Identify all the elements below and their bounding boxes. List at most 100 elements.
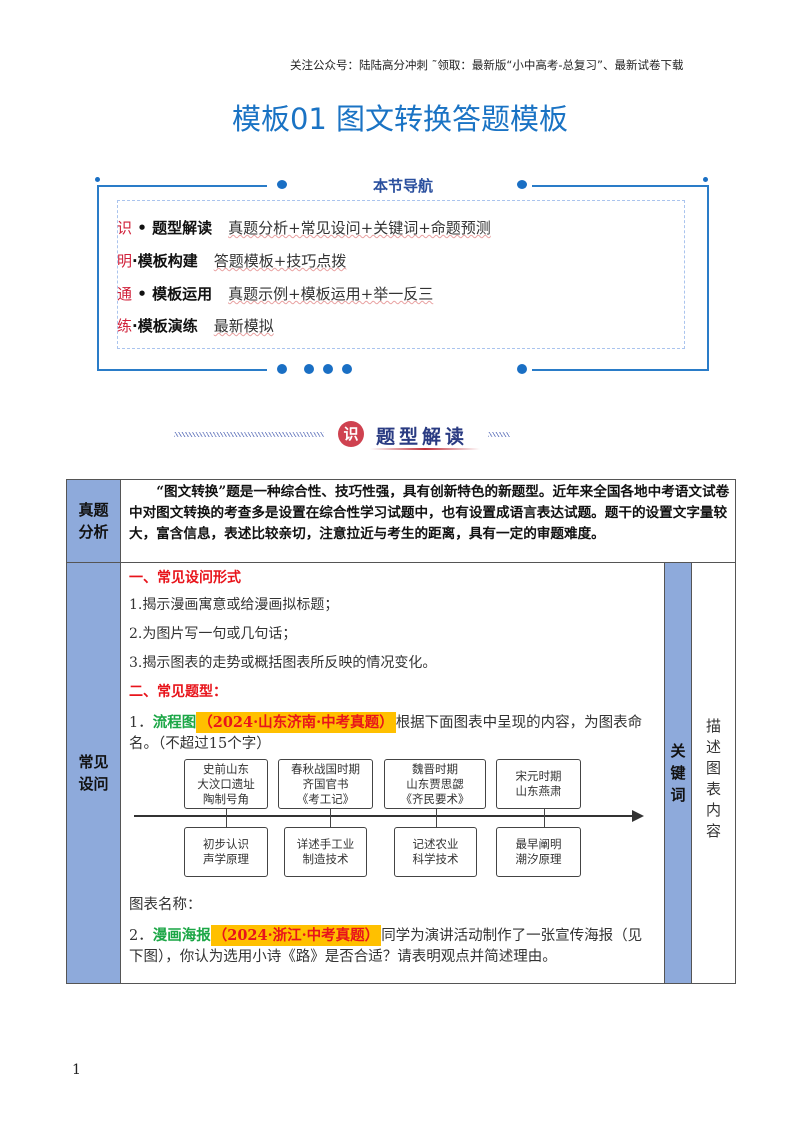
nav-key: 明 [117, 252, 133, 270]
row-label: 常见设问 [66, 562, 121, 984]
hatch-ornament [488, 432, 510, 437]
analysis-text: “图文转换”题是一种综合性、技巧性强，具有创新特色的新题型。近年来全国各地中考语… [120, 479, 736, 563]
nav-desc: 真题示例+模板运用+举一反三 [228, 285, 434, 303]
keyword-label-cell: 关键词 [664, 562, 692, 984]
box-line: 宋元时期 [515, 769, 562, 783]
connector [330, 807, 332, 827]
q-text: 同学为演讲活动制作了一张宣传海报（见下图），你认为选用小诗《路》是否合适？请表明… [129, 928, 643, 965]
box-line: 详述手工业 [296, 837, 355, 851]
flow-box-top: 春秋战国时期齐国官书《考工记》 [278, 759, 373, 809]
section-title: 题型解读 [376, 426, 469, 448]
nav-sep: • [132, 219, 153, 237]
dot-ornament [277, 180, 287, 189]
nav-sep: • [132, 285, 153, 303]
row-label-text: 常见设问 [78, 753, 109, 793]
box-line: 陶制号角 [203, 791, 249, 806]
connector [226, 807, 228, 827]
dot-ornament [277, 364, 287, 374]
q-num: 2． [129, 928, 153, 944]
hatch-ornament [174, 432, 324, 437]
box-line: 大汶口遗址 [197, 776, 255, 791]
seal-icon: 识 [338, 421, 364, 447]
flow-box-top: 魏晋时期山东贾思勰《齐民要术》 [384, 759, 486, 809]
nav-sep: · [132, 252, 138, 270]
keyword-text: 描述图表内容 [706, 717, 722, 840]
question-forms-cell: 一、常见设问形式 1.揭示漫画寓意或给漫画拟标题； 2.为图片写一句或几句话； … [120, 562, 665, 984]
connector [544, 807, 546, 827]
divider [97, 369, 267, 371]
nav-desc: 真题分析+常见设问+关键词+命题预测 [228, 219, 491, 237]
page-title: 模板01 图文转换答题模板 [231, 102, 569, 136]
nav-heading: 模板演练 [137, 317, 198, 335]
header-notice: 关注公众号：陆陆高分冲刺 ˜领取：最新版“小中高考-总复习”、最新试卷下载 [290, 58, 684, 72]
dot-ornament [95, 177, 100, 182]
heading-types: 二、常见题型： [129, 684, 227, 700]
connector [436, 807, 438, 827]
divider [532, 369, 709, 371]
box-line: 山东燕肃 [515, 784, 562, 798]
box-line: 齐国官书 [302, 776, 349, 791]
question-1: 1．流程图（2024·山东济南·中考真题）根据下面图表中呈现的内容，为图表命名。… [129, 712, 656, 755]
form-item: 1.揭示漫画寓意或给漫画拟标题； [129, 597, 339, 613]
q-type: 流程图 [152, 714, 197, 731]
box-line: 史前山东 [203, 761, 249, 776]
flow-box-top: 宋元时期山东燕肃 [496, 759, 581, 809]
nav-desc: 最新模拟 [213, 317, 274, 335]
q-num: 1． [129, 715, 153, 731]
nav-title: 本节导航 [338, 175, 468, 196]
timeline-axis [134, 815, 634, 817]
q-source-badge: （2024·浙江·中考真题） [210, 925, 382, 946]
nav-key: 通 [117, 285, 133, 303]
nav-desc: 答题模板+技巧点拨 [213, 252, 347, 270]
box-line: 魏晋时期 [412, 761, 458, 776]
form-item: 3.揭示图表的走势或概括图表所反映的情况变化。 [129, 655, 437, 671]
box-line: 声学原理 [203, 852, 249, 866]
dot-ornament [342, 364, 352, 374]
box-line: 记述农业 [412, 837, 459, 851]
nav-heading: 题型解读 [152, 219, 213, 237]
dot-ornament [304, 364, 314, 374]
dot-ornament [703, 177, 708, 182]
nav-inner-frame [117, 200, 685, 349]
arrow-head-icon [632, 810, 644, 822]
nav-item[interactable]: 明·模板构建答题模板+技巧点拨 [117, 250, 346, 271]
row-label: 真题分析 [66, 479, 121, 563]
box-line: 科学技术 [412, 852, 459, 866]
keyword-cell: 描述图表内容 [691, 562, 736, 984]
keyword-label: 关键词 [670, 742, 686, 804]
flow-box-bottom: 初步认识声学原理 [184, 827, 268, 877]
flow-box-bottom: 记述农业科学技术 [394, 827, 477, 877]
box-line: 山东贾思勰 [406, 776, 464, 791]
question-2: 2．漫画海报（2024·浙江·中考真题）同学为演讲活动制作了一张宣传海报（见下图… [129, 925, 656, 968]
answer-label: 图表名称： [129, 897, 202, 913]
nav-sep: · [132, 317, 138, 335]
nav-item[interactable]: 识 • 题型解读真题分析+常见设问+关键词+命题预测 [117, 217, 491, 238]
analysis-table: 真题分析 “图文转换”题是一种综合性、技巧性强，具有创新特色的新题型。近年来全国… [66, 479, 736, 984]
box-line: 制造技术 [302, 852, 349, 866]
q-source-badge: （2024·山东济南·中考真题） [196, 712, 396, 733]
form-item: 2.为图片写一句或几句话； [129, 626, 297, 642]
section-heading: 识 题型解读 [170, 418, 510, 450]
flowchart: 史前山东大汶口遗址陶制号角 春秋战国时期齐国官书《考工记》 魏晋时期山东贾思勰《… [134, 759, 654, 885]
flow-box-top: 史前山东大汶口遗址陶制号角 [184, 759, 268, 809]
heading-forms: 一、常见设问形式 [129, 570, 241, 586]
page-number: 1 [72, 1062, 81, 1078]
flow-box-bottom: 最早阐明潮汐原理 [496, 827, 581, 877]
nav-heading: 模板构建 [137, 252, 198, 270]
dot-ornament [517, 180, 527, 189]
box-line: 潮汐原理 [515, 852, 562, 866]
underline-ornament [370, 448, 480, 450]
row-label-text: 真题分析 [78, 501, 109, 541]
q-type: 漫画海报 [152, 927, 211, 944]
box-line: 《考工记》 [296, 791, 355, 806]
section-nav-box [97, 186, 709, 370]
box-line: 最早阐明 [515, 837, 562, 851]
box-line: 初步认识 [203, 837, 249, 851]
box-line: 春秋战国时期 [291, 761, 360, 776]
dot-ornament [517, 364, 527, 374]
nav-item[interactable]: 练·模板演练最新模拟 [117, 315, 274, 336]
flow-box-bottom: 详述手工业制造技术 [284, 827, 367, 877]
nav-item[interactable]: 通 • 模板运用真题示例+模板运用+举一反三 [117, 283, 433, 304]
box-line: 《齐民要术》 [400, 791, 470, 806]
nav-key: 练 [117, 317, 133, 335]
